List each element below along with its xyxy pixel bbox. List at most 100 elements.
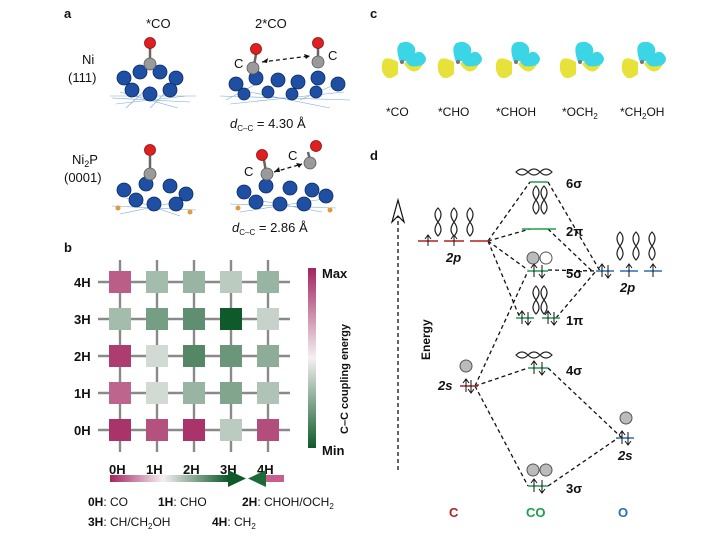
panel-d: d Energy 2p 2s 6σ bbox=[370, 148, 662, 520]
legend-4h: 4H: CH2 bbox=[212, 515, 256, 531]
slab-ni2p-co bbox=[111, 144, 197, 217]
atom-c-label-3: C bbox=[244, 164, 253, 179]
orbital-1 bbox=[381, 41, 426, 79]
distance-label-2: dC–C = 2.86 Å bbox=[232, 220, 308, 237]
heatmap-cell-1H-2H bbox=[183, 382, 205, 404]
heatmap-cell-1H-0H bbox=[109, 382, 131, 404]
heatmap-cell-0H-4H bbox=[257, 419, 279, 441]
row-label-4H: 4H bbox=[74, 275, 91, 290]
row2-facet: (0001) bbox=[64, 170, 102, 185]
heatmap-cell-0H-1H bbox=[146, 419, 168, 441]
heatmap-cell-4H-1H bbox=[146, 271, 168, 293]
colorbar bbox=[308, 268, 316, 448]
level-4sigma: 4σ bbox=[566, 363, 582, 378]
species-ch2oh: *CH2OH bbox=[620, 105, 664, 121]
atom-center bbox=[578, 60, 582, 64]
negative-lobe bbox=[520, 51, 540, 67]
heatmap-cell-4H-3H bbox=[220, 271, 242, 293]
negative-lobe bbox=[584, 51, 604, 67]
c-atom-levels: 2p 2s bbox=[418, 234, 490, 394]
distance-label-1: dC–C = 4.30 Å bbox=[230, 116, 306, 133]
heatmap-cell-0H-2H bbox=[183, 419, 205, 441]
co-column-label: CO bbox=[526, 505, 546, 520]
row-label-3H: 3H bbox=[74, 312, 91, 327]
energy-axis-label: Energy bbox=[419, 319, 433, 360]
panel-d-label: d bbox=[370, 148, 378, 163]
col-label-0H: 0H bbox=[109, 462, 126, 477]
positive-lobe bbox=[437, 58, 454, 79]
co-mo-levels: 6σ 2π 5σ 1π 4σ 3σ bbox=[516, 176, 583, 496]
o-2p-label: 2p bbox=[619, 280, 635, 295]
heatmap-cell-2H-2H bbox=[183, 345, 205, 367]
row1-metal: Ni bbox=[82, 52, 94, 67]
atom-center bbox=[456, 60, 460, 64]
orbital-isosurfaces bbox=[381, 41, 666, 79]
positive-lobe bbox=[495, 58, 512, 79]
panel-c: c *CO *CHO *CHOH *OCH2 *CH2OH bbox=[370, 6, 666, 121]
slab-ni2p-2co: C C bbox=[229, 140, 337, 213]
heatmap-cell-4H-0H bbox=[109, 271, 131, 293]
heatmap-cell-1H-4H bbox=[257, 382, 279, 404]
panel-b-label: b bbox=[64, 240, 72, 255]
heatmap-cell-3H-4H bbox=[257, 308, 279, 330]
heatmap-row-labels: 4H 3H 2H 1H 0H bbox=[74, 275, 91, 438]
row1-facet: (111) bbox=[68, 70, 96, 85]
level-3sigma: 3σ bbox=[566, 481, 582, 496]
row-label-0H: 0H bbox=[74, 423, 91, 438]
energy-axis-arrow bbox=[390, 197, 406, 225]
heatmap-cell-4H-2H bbox=[183, 271, 205, 293]
species-choh: *CHOH bbox=[496, 105, 536, 119]
orbital-5 bbox=[621, 41, 666, 79]
legend-3h: 3H: CH/CH2OH bbox=[88, 515, 170, 531]
heatmap-cell-2H-0H bbox=[109, 345, 131, 367]
row-label-2H: 2H bbox=[74, 349, 91, 364]
negative-lobe bbox=[646, 51, 666, 67]
panel-b: b 4H 3H 2H 1H 0H 0H 1H 2H 3H 4H Max Min C–C coup… bbox=[64, 240, 351, 531]
colorbar-max: Max bbox=[322, 266, 348, 281]
adsorbate-legend: 0H: CO 1H: CHO 2H: CHOH/OCH2 3H: CH/CH2O… bbox=[88, 495, 334, 531]
slab-ni111-co bbox=[110, 37, 196, 109]
row-label-1H: 1H bbox=[74, 386, 91, 401]
orbital-4 bbox=[559, 41, 604, 79]
heatmap-cell-3H-1H bbox=[146, 308, 168, 330]
heatmap-cells bbox=[109, 271, 279, 441]
colorbar-label: C–C coupling energy bbox=[339, 323, 351, 434]
atom-c-label-1: C bbox=[234, 56, 243, 71]
atom-c-label-4: C bbox=[288, 148, 297, 163]
col-label-2H: 2H bbox=[183, 462, 200, 477]
atom-c-label-2: C bbox=[328, 48, 337, 63]
heatmap-cell-3H-3H bbox=[220, 308, 242, 330]
positive-lobe bbox=[381, 58, 398, 79]
legend-2h: 2H: CHOH/OCH2 bbox=[242, 495, 334, 511]
orbital-3 bbox=[495, 41, 540, 79]
o-atom-levels: 2p 2s bbox=[596, 263, 662, 463]
panel-c-label: c bbox=[370, 6, 377, 21]
legend-0h: 0H: CO bbox=[88, 495, 128, 509]
colorbar-min: Min bbox=[322, 443, 344, 458]
legend-1h: 1H: CHO bbox=[158, 495, 207, 509]
species-och2: *OCH2 bbox=[562, 105, 598, 121]
heatmap-cell-4H-4H bbox=[257, 271, 279, 293]
negative-lobe bbox=[406, 51, 426, 67]
heatmap-cell-3H-2H bbox=[183, 308, 205, 330]
o-2s-label: 2s bbox=[617, 448, 632, 463]
heatmap-cell-0H-0H bbox=[109, 419, 131, 441]
level-2pi: 2π bbox=[566, 224, 583, 239]
slab-ni111-2co: C C bbox=[219, 37, 351, 109]
heatmap-cell-0H-3H bbox=[220, 419, 242, 441]
heatmap-cell-2H-1H bbox=[146, 345, 168, 367]
c-2s-label: 2s bbox=[437, 378, 452, 393]
coupling-arrows bbox=[110, 470, 284, 487]
col-label-1H: 1H bbox=[146, 462, 163, 477]
col-header-co: *CO bbox=[146, 16, 171, 31]
heatmap-cell-2H-4H bbox=[257, 345, 279, 367]
level-1pi: 1π bbox=[566, 313, 583, 328]
positive-lobe bbox=[621, 58, 638, 79]
c-2p-label: 2p bbox=[445, 250, 461, 265]
heatmap-cell-1H-1H bbox=[146, 382, 168, 404]
species-cho: *CHO bbox=[438, 105, 469, 119]
negative-lobe bbox=[462, 51, 482, 67]
mo-shapes bbox=[434, 168, 656, 477]
